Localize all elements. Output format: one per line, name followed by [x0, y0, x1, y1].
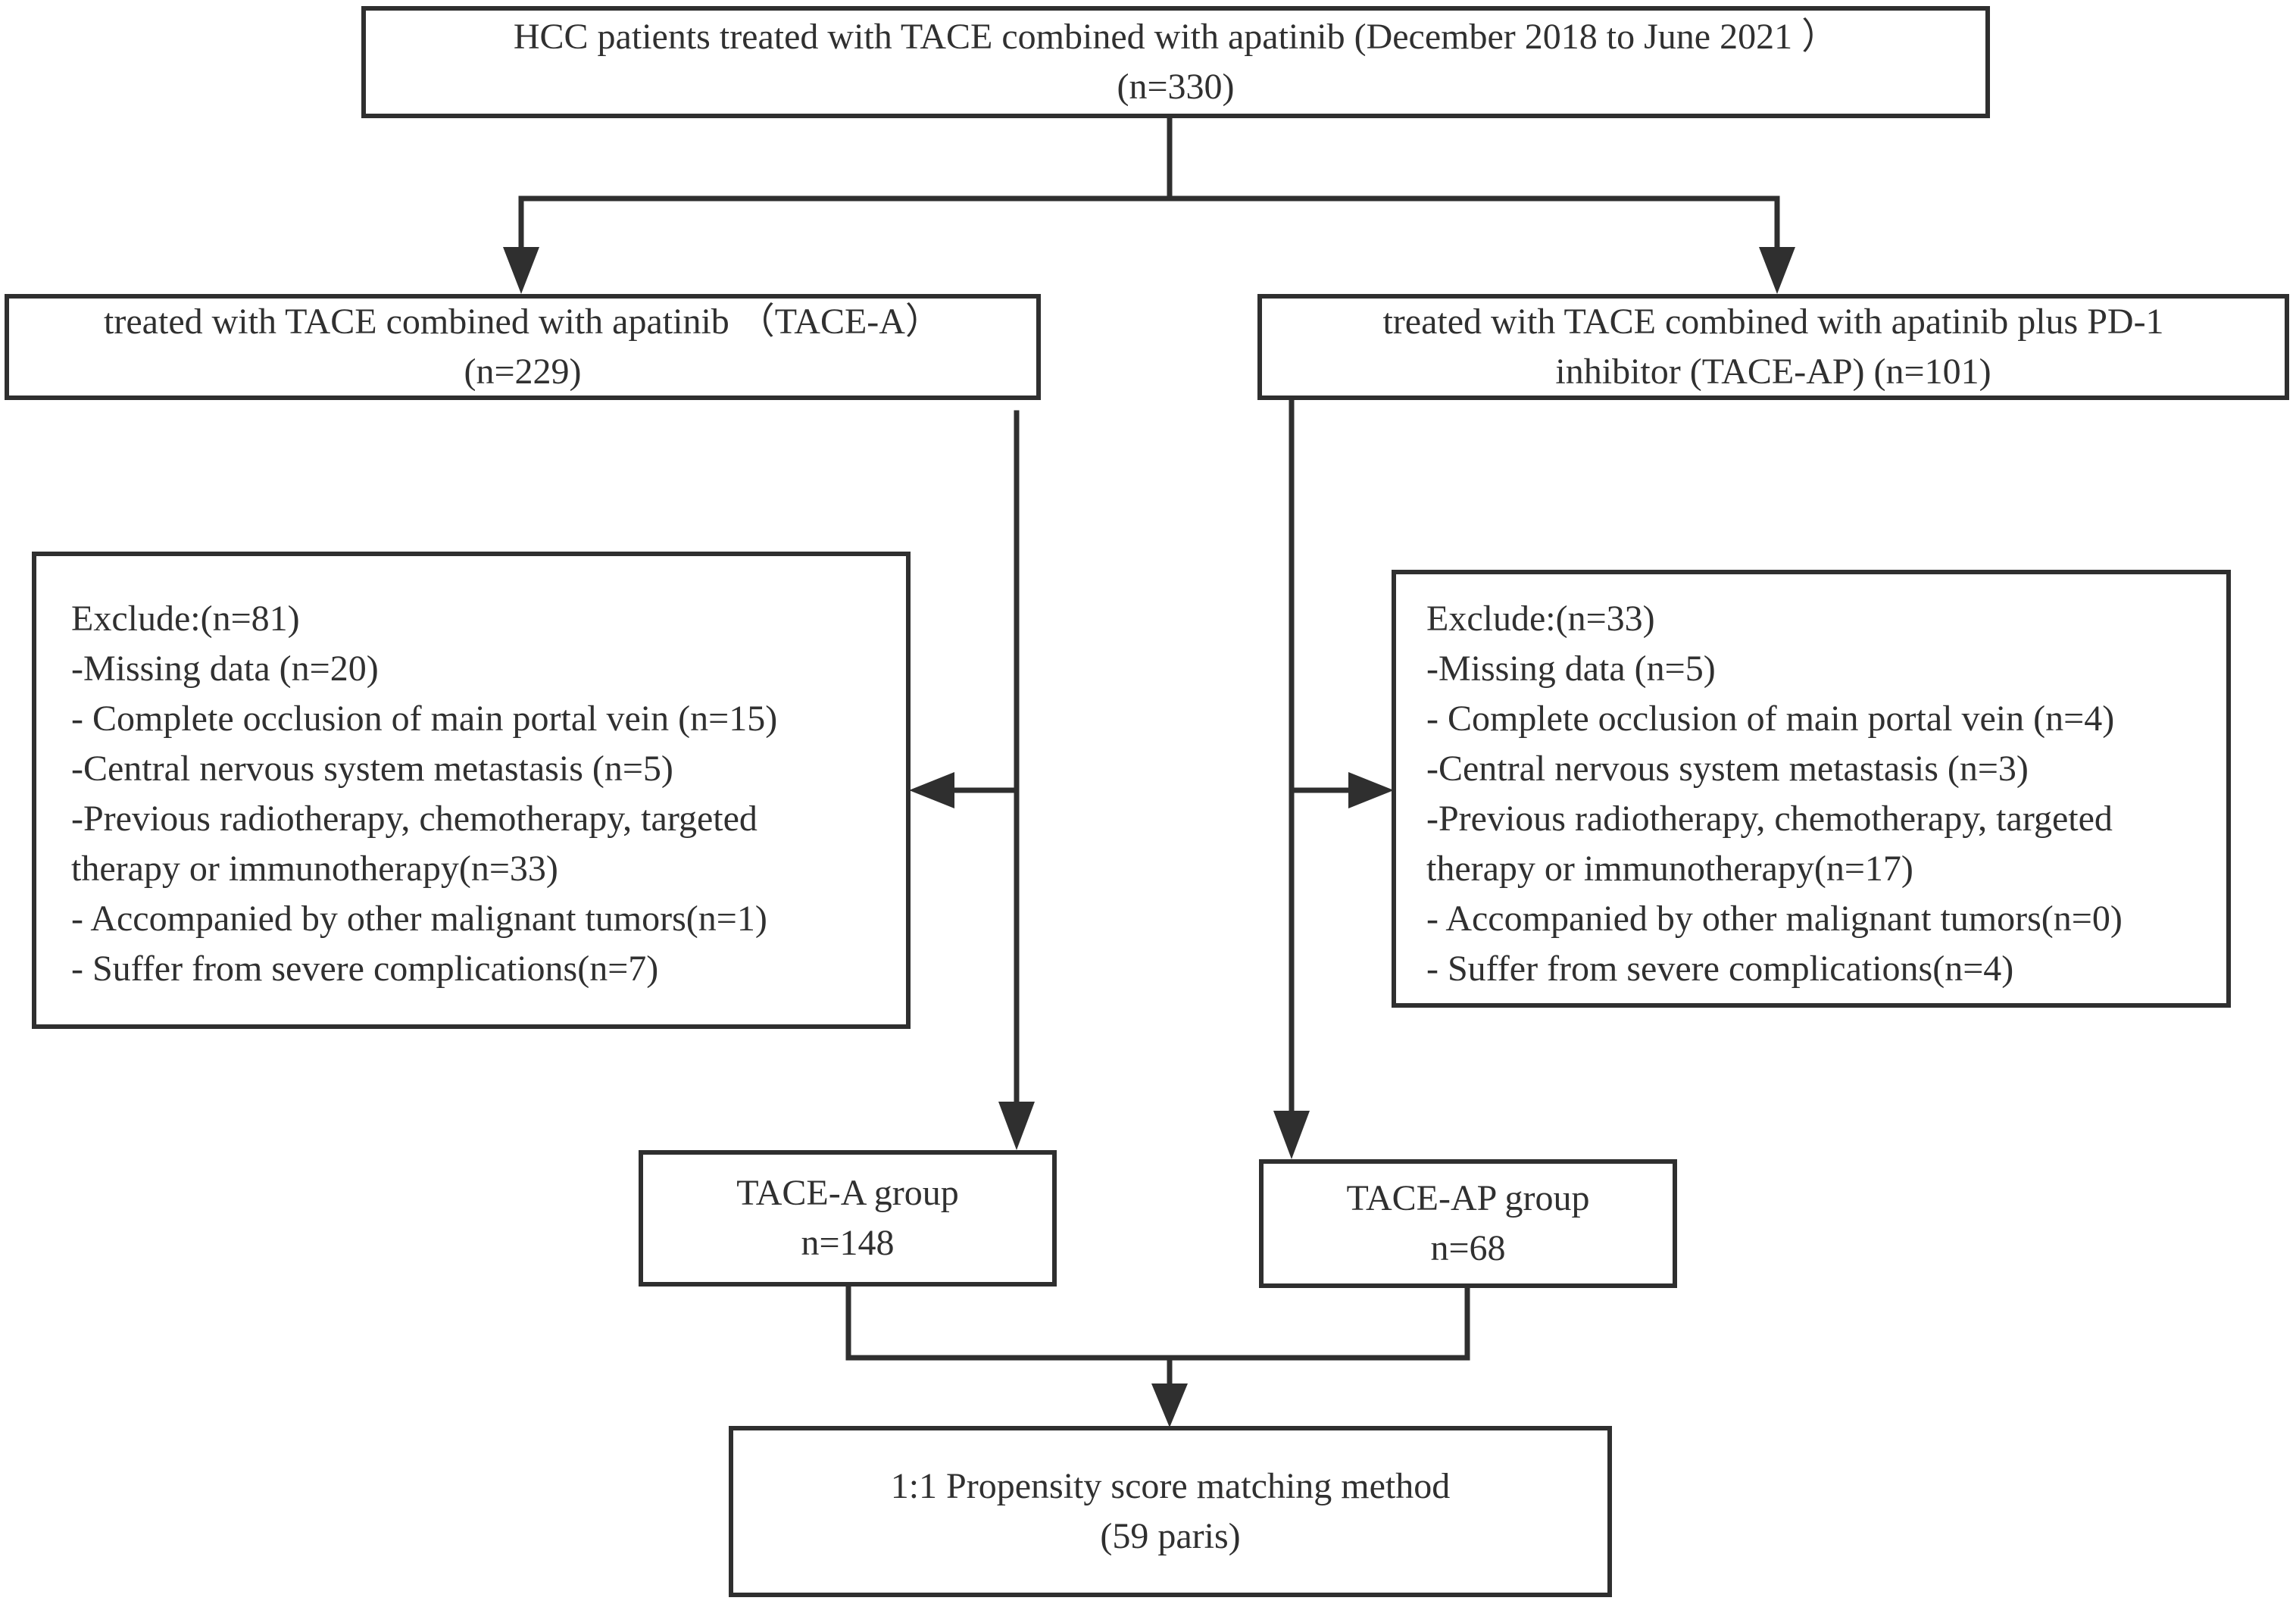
right-exclude-arrowhead [1348, 772, 1394, 808]
exclusion-item: -Central nervous system metastasis (n=3) [1426, 749, 2029, 789]
tace-a-group-title: TACE-A group [736, 1173, 959, 1213]
exclusion-item: -Missing data (n=5) [1426, 649, 1716, 689]
propensity-matching-title: 1:1 Propensity score matching method [890, 1466, 1451, 1506]
source-population-count: (n=330) [1117, 67, 1235, 107]
exclusion-item: -Previous radiotherapy, chemotherapy, ta… [1426, 799, 2113, 839]
tace-a-group-box: TACE-A group n=148 [639, 1150, 1057, 1287]
left-group-arrowhead [998, 1102, 1035, 1150]
tace-a-exclusion-box: Exclude:(n=81) -Missing data (n=20) - Co… [32, 552, 911, 1029]
tace-ap-exclusion-box: Exclude:(n=33) -Missing data (n=5) - Com… [1392, 570, 2231, 1008]
exclusion-item: - Complete occlusion of main portal vein… [71, 699, 778, 739]
propensity-matching-pairs: (59 paris) [1100, 1516, 1241, 1556]
tace-a-branch-box: treated with TACE combined with apatinib… [5, 294, 1041, 400]
right-branch-arrowhead [1759, 247, 1795, 294]
tace-ap-group-count: n=68 [1430, 1228, 1506, 1268]
source-population-box: HCC patients treated with TACE combined … [361, 6, 1990, 118]
tace-a-branch-title: treated with TACE combined with apatinib… [104, 302, 942, 342]
right-group-arrowhead [1273, 1111, 1310, 1159]
exclusion-item: -Previous radiotherapy, chemotherapy, ta… [71, 799, 758, 839]
exclusion-item: - Suffer from severe complications(n=7) [71, 949, 659, 989]
exclusion-item: therapy or immunotherapy(n=17) [1426, 849, 1913, 889]
left-branch-arrowhead [503, 247, 539, 294]
exclusion-item: -Central nervous system metastasis (n=5) [71, 749, 673, 789]
exclusion-heading: Exclude:(n=81) [71, 599, 300, 639]
exclusion-item: - Accompanied by other malignant tumors(… [71, 899, 767, 939]
source-population-title: HCC patients treated with TACE combined … [513, 17, 1838, 57]
exclusion-heading: Exclude:(n=33) [1426, 599, 1655, 639]
tace-a-group-count: n=148 [801, 1223, 895, 1263]
exclusion-item: -Missing data (n=20) [71, 649, 379, 689]
propensity-matching-box: 1:1 Propensity score matching method (59… [729, 1426, 1612, 1597]
tace-ap-group-box: TACE-AP group n=68 [1259, 1159, 1677, 1288]
tace-ap-branch-count: inhibitor (TACE-AP) (n=101) [1555, 352, 1991, 392]
tace-ap-branch-box: treated with TACE combined with apatinib… [1257, 294, 2289, 400]
exclusion-item: - Complete occlusion of main portal vein… [1426, 699, 2115, 739]
tace-ap-branch-title: treated with TACE combined with apatinib… [1382, 302, 2164, 342]
exclusion-item: - Accompanied by other malignant tumors(… [1426, 899, 2123, 939]
tace-ap-group-title: TACE-AP group [1346, 1178, 1590, 1218]
tace-a-branch-count: (n=229) [464, 352, 582, 392]
exclusion-item: therapy or immunotherapy(n=33) [71, 849, 558, 889]
final-arrowhead [1151, 1383, 1188, 1427]
exclusion-item: - Suffer from severe complications(n=4) [1426, 949, 2014, 989]
left-exclude-arrowhead [909, 772, 954, 808]
